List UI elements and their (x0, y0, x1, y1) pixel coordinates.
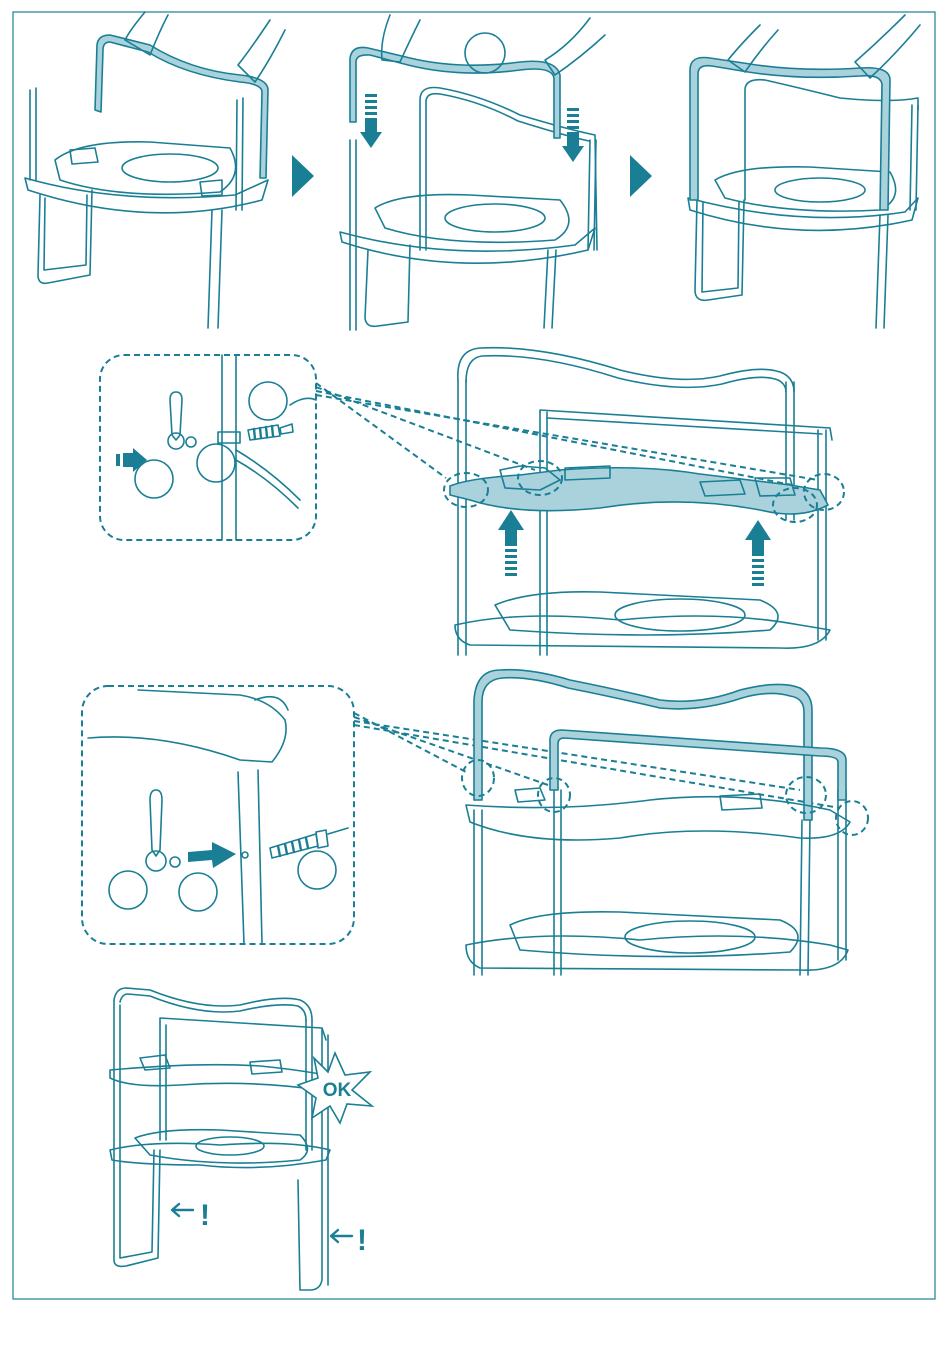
step1-arrow-1 (292, 155, 314, 197)
ok-label: OK (323, 1080, 352, 1101)
step3-detail-callout (82, 686, 354, 944)
up-arrow-right (745, 520, 771, 586)
step1-arrow-2 (630, 155, 652, 197)
step1-panel-1 (25, 12, 285, 328)
step3-assembly (462, 670, 868, 975)
step1-panel-3 (688, 15, 920, 328)
step2-detail-callout (100, 355, 316, 540)
push-arrow (116, 448, 147, 472)
ok-burst-icon: OK (298, 1053, 372, 1123)
up-arrow-left (498, 510, 524, 576)
push-arrow-large (188, 842, 236, 868)
step3-leader-lines (354, 713, 840, 808)
warning-marker-left: ! (172, 1199, 210, 1232)
step2-assembly (444, 348, 844, 655)
warning-marker-right: ! (331, 1224, 367, 1257)
warning-mark-1: ! (200, 1199, 210, 1232)
warning-mark-2: ! (357, 1224, 367, 1257)
down-arrow-left (360, 94, 382, 148)
step4-assembly (110, 988, 330, 1290)
step1-panel-2 (340, 15, 605, 330)
